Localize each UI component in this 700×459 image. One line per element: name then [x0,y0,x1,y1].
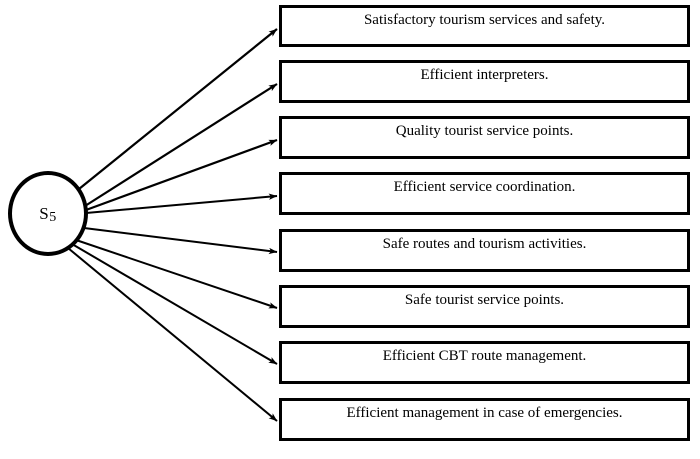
edge-to-target-1 [78,28,278,190]
target-box-4-label: Efficient service coordination. [393,179,576,195]
target-box-8[interactable]: Efficient management in case of emergenc… [279,398,690,441]
edge-to-target-8 [67,247,278,422]
edge-to-target-5 [83,227,278,255]
target-box-3-label: Quality tourist service points. [395,123,574,139]
target-box-6-label: Safe tourist service points. [404,292,565,308]
source-node-label-main: S [39,203,50,223]
edge-to-target-4 [85,193,278,214]
target-box-1-label: Satisfactory tourism services and safety… [363,12,606,28]
target-box-6[interactable]: Safe tourist service points. [279,285,690,328]
target-box-7[interactable]: Efficient CBT route management. [279,341,690,384]
target-box-5[interactable]: Safe routes and tourism activities. [279,229,690,272]
target-box-7-label: Efficient CBT route management. [382,348,587,364]
target-box-3[interactable]: Quality tourist service points. [279,116,690,159]
source-node-s5[interactable]: S5 [8,171,88,256]
source-node-label: S5 [39,203,57,225]
edge-to-target-3 [85,138,278,212]
target-box-1[interactable]: Satisfactory tourism services and safety… [279,5,690,47]
target-box-2[interactable]: Efficient interpreters. [279,60,690,103]
target-box-2-label: Efficient interpreters. [420,67,549,83]
target-box-4[interactable]: Efficient service coordination. [279,172,690,215]
target-box-5-label: Safe routes and tourism activities. [382,236,587,252]
edge-to-target-2 [84,83,278,207]
source-node-label-subscript: 5 [49,209,57,225]
edge-to-target-6 [75,239,278,309]
edge-to-target-7 [71,243,278,365]
target-box-8-label: Efficient management in case of emergenc… [346,405,623,421]
